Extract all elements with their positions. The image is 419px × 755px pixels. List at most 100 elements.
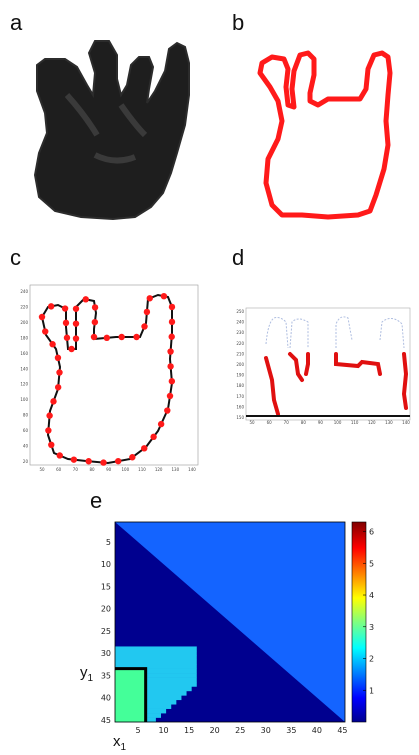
vertex-point <box>72 305 80 312</box>
vertex-point <box>166 392 174 400</box>
x-tick-label: 15 <box>184 726 194 735</box>
x-axis-label: x1 <box>113 733 126 753</box>
x-tick-label: 130 <box>172 467 180 472</box>
panel-label-c: c <box>10 245 21 270</box>
vertex-point <box>164 407 171 414</box>
y-tick-label: 160 <box>20 351 28 356</box>
heatmap-cell-row <box>115 682 197 687</box>
x-tick-label: 100 <box>122 467 130 472</box>
vertex-point <box>72 335 80 342</box>
vertex-point <box>157 420 165 428</box>
x-tick-label: 110 <box>351 420 359 425</box>
x-tick-label: 90 <box>318 420 324 425</box>
vertex-point <box>103 334 111 342</box>
heatmap-cell-row <box>115 673 197 678</box>
vertex-point <box>150 433 157 441</box>
vertex-point <box>62 319 70 327</box>
x-tick-label: 50 <box>249 420 255 425</box>
vertex-point <box>115 457 122 465</box>
vertex-point <box>141 323 148 330</box>
x-tick-label: 25 <box>235 726 245 735</box>
x-tick-label: 50 <box>39 467 45 472</box>
y-tick-label: 150 <box>236 415 244 420</box>
vertex-point <box>168 318 176 326</box>
colorbar-tick-label: 4 <box>369 591 374 600</box>
vertex-point <box>160 292 168 300</box>
vertex-point <box>42 328 49 335</box>
x-tick-label: 110 <box>138 467 146 472</box>
y-tick-label: 100 <box>20 397 28 402</box>
vertex-points <box>38 292 176 466</box>
x-tick-label: 120 <box>368 420 376 425</box>
y-label-subscript: 1 <box>87 673 94 684</box>
x-tick-label: 45 <box>337 726 347 735</box>
colorbar-tick-label: 5 <box>369 559 374 568</box>
heatmap-cell-row <box>115 677 197 683</box>
x-tick-label: 90 <box>106 467 112 472</box>
x-tick-label: 70 <box>73 467 79 472</box>
x-tick-label: 120 <box>155 467 163 472</box>
vertex-point <box>72 320 80 327</box>
colorbar-tick-label: 1 <box>369 686 374 695</box>
x-tick-label: 80 <box>89 467 95 472</box>
heatmap-cells <box>115 522 345 723</box>
vertex-point <box>56 452 63 459</box>
heatmap-frame <box>114 521 346 723</box>
vertex-point <box>49 341 56 348</box>
y-tick-label: 200 <box>20 320 28 325</box>
red-segment-1 <box>264 356 280 416</box>
x-tick-label: 5 <box>135 726 140 735</box>
vertex-point <box>82 296 89 303</box>
y-tick-label: 5 <box>106 538 111 547</box>
y-tick-label: 120 <box>20 382 28 387</box>
vertex-point <box>70 456 78 463</box>
y-label-text: y <box>80 664 88 681</box>
y-tick-label: 20 <box>23 459 29 464</box>
vertex-point <box>146 295 153 302</box>
y-tick-label: 170 <box>236 394 244 399</box>
y-tick-label: 210 <box>236 351 244 356</box>
plot-frame <box>29 284 199 466</box>
heatmap-cell-row <box>115 655 197 661</box>
vertex-point <box>68 345 75 353</box>
panel-label-a: a <box>10 10 23 35</box>
y-tick-label: 180 <box>20 335 28 340</box>
x-tick-label: 10 <box>158 726 168 735</box>
x-tick-label: 80 <box>301 420 307 425</box>
x-label-text: x <box>113 733 121 750</box>
y-tick-label: 140 <box>20 366 28 371</box>
colorbar-tick-label: 6 <box>369 528 374 537</box>
vertex-point <box>168 303 176 311</box>
x-tick-label: 30 <box>261 726 271 735</box>
heatmap-cell-row <box>115 646 197 652</box>
vertex-point <box>129 454 136 461</box>
vertex-point <box>91 304 99 311</box>
y-tick-label: 190 <box>236 373 244 378</box>
x-tick-label: 70 <box>284 420 290 425</box>
heatmap-cell-row <box>115 686 192 692</box>
heatmap-cell-row <box>115 650 197 656</box>
y-tick-label: 40 <box>23 444 29 449</box>
panel-label-e: e <box>90 488 103 513</box>
red-segment-2 <box>288 352 304 382</box>
vertex-point <box>47 303 55 310</box>
red-segment-4 <box>334 352 382 376</box>
vertex-point <box>56 369 63 376</box>
x-tick-label: 35 <box>286 726 296 735</box>
vertex-point <box>54 354 62 362</box>
y-tick-label: 10 <box>101 560 111 569</box>
vertex-point <box>118 333 125 341</box>
vertex-point <box>133 333 140 341</box>
vertex-point <box>167 348 174 355</box>
panel-label-b: b <box>232 10 245 35</box>
y-tick-label: 240 <box>236 320 244 325</box>
y-tick-label: 15 <box>101 582 111 591</box>
y-tick-label: 250 <box>236 309 244 314</box>
selection-box <box>115 667 148 722</box>
red-segment-5 <box>401 352 409 410</box>
vertex-point <box>61 305 69 312</box>
x-tick-label: 100 <box>334 420 342 425</box>
x-tick-label: 60 <box>56 467 62 472</box>
